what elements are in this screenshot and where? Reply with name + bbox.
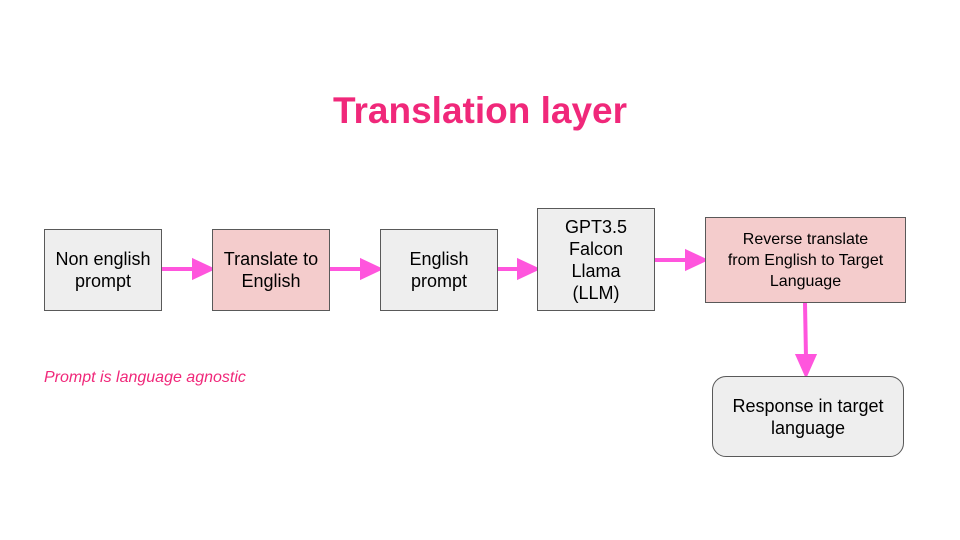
arrowhead-3 — [517, 257, 541, 281]
node-english-prompt: English prompt — [380, 229, 498, 311]
node-reverse-translate: Reverse translate from English to Target… — [705, 217, 906, 303]
arrowhead-1 — [192, 257, 216, 281]
node-translate-to-english: Translate to English — [212, 229, 330, 311]
arrowhead-5 — [794, 354, 818, 379]
node-response: Response in target language — [712, 376, 904, 457]
arrowhead-4 — [685, 248, 709, 272]
slide-title: Translation layer — [332, 90, 628, 131]
note-text: Prompt is language agnostic — [44, 369, 246, 386]
arrowhead-2 — [360, 257, 384, 281]
arrow-5 — [803, 302, 808, 359]
node-llm: GPT3.5 Falcon Llama (LLM) — [537, 208, 655, 311]
node-non-english-prompt: Non english prompt — [44, 229, 162, 311]
